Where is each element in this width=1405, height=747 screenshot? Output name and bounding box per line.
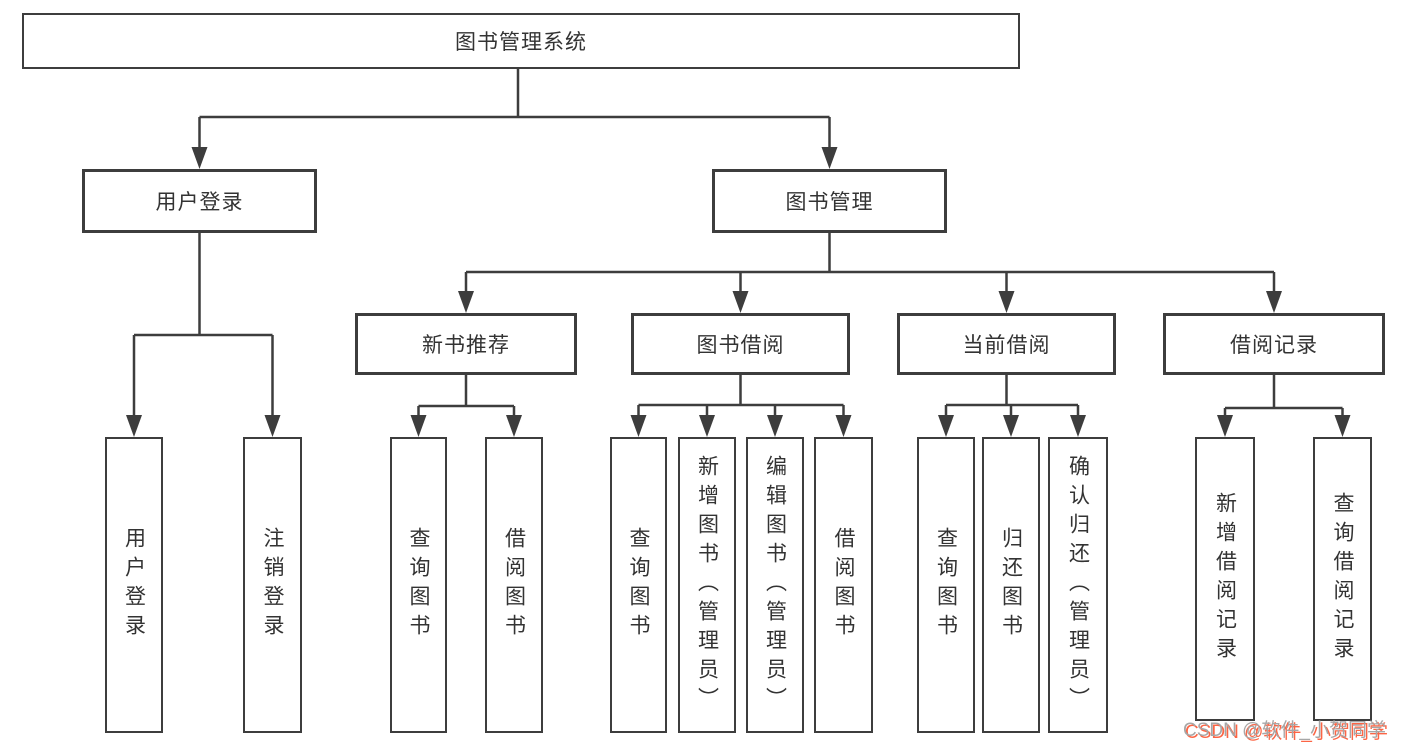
connector-bookmgmt-to-level3: [458, 233, 1282, 313]
node-book-borrowing-label: 图书借阅: [696, 334, 785, 357]
leaf-return-books: 归还图书: [982, 437, 1040, 733]
leaf-borrow-books-recommend: 借阅图书: [485, 437, 543, 733]
node-user-login-label: 用户登录: [155, 191, 244, 214]
csdn-watermark: CSDN @软件_小贺同学: [1183, 720, 1386, 741]
node-borrowing-records-label: 借阅记录: [1230, 334, 1318, 357]
leaf-edit-books-admin-label: 编辑图书（管理员）: [763, 454, 787, 716]
node-new-book-recommend: 新书推荐: [355, 313, 577, 375]
leaf-logout: 注销登录: [243, 437, 302, 733]
leaf-query-borrow-record-label: 查询借阅记录: [1331, 492, 1354, 666]
node-root-label: 图书管理系统: [455, 31, 587, 54]
leaf-user-login-label: 用户登录: [122, 527, 146, 643]
leaf-query-books-borrowing-label: 查询图书: [627, 527, 650, 643]
leaf-logout-label: 注销登录: [261, 527, 284, 643]
leaf-query-borrow-record: 查询借阅记录: [1313, 437, 1372, 721]
node-current-borrowing: 当前借阅: [897, 313, 1116, 375]
connector-borrowing-to-leaves: [630, 375, 852, 437]
leaf-add-books-admin: 新增图书（管理员）: [678, 437, 736, 733]
leaf-borrow-books-borrowing: 借阅图书: [814, 437, 873, 733]
node-user-login: 用户登录: [82, 169, 317, 233]
node-book-management: 图书管理: [712, 169, 947, 233]
leaf-borrow-books-recommend-label: 借阅图书: [502, 527, 526, 643]
leaf-add-books-admin-label: 新增图书（管理员）: [695, 454, 719, 716]
node-borrowing-records: 借阅记录: [1163, 313, 1385, 375]
leaf-query-books-current: 查询图书: [917, 437, 975, 733]
connector-newbook-to-leaves: [410, 375, 522, 437]
leaf-add-borrow-record-label: 新增借阅记录: [1213, 492, 1237, 666]
leaf-query-books-recommend-label: 查询图书: [407, 527, 430, 643]
leaf-add-borrow-record: 新增借阅记录: [1195, 437, 1255, 721]
leaf-edit-books-admin: 编辑图书（管理员）: [746, 437, 804, 733]
connector-root-to-level2: [191, 69, 838, 169]
node-new-book-recommend-label: 新书推荐: [422, 334, 510, 357]
node-root-system: 图书管理系统: [22, 13, 1020, 69]
leaf-confirm-return-admin-label: 确认归还（管理员）: [1066, 454, 1090, 716]
leaf-query-books-recommend: 查询图书: [390, 437, 447, 733]
leaf-user-login: 用户登录: [105, 437, 163, 733]
node-book-management-label: 图书管理: [785, 191, 874, 214]
connector-userlogin-to-leaves: [126, 233, 281, 437]
leaf-borrow-books-borrowing-label: 借阅图书: [832, 527, 855, 643]
leaf-query-books-current-label: 查询图书: [934, 527, 958, 643]
leaf-confirm-return-admin: 确认归还（管理员）: [1048, 437, 1108, 733]
leaf-return-books-label: 归还图书: [999, 527, 1023, 643]
node-book-borrowing: 图书借阅: [631, 313, 850, 375]
node-current-borrowing-label: 当前借阅: [962, 334, 1051, 357]
connector-records-to-leaves: [1217, 375, 1351, 437]
connector-current-to-leaves: [938, 375, 1086, 437]
leaf-query-books-borrowing: 查询图书: [610, 437, 667, 733]
